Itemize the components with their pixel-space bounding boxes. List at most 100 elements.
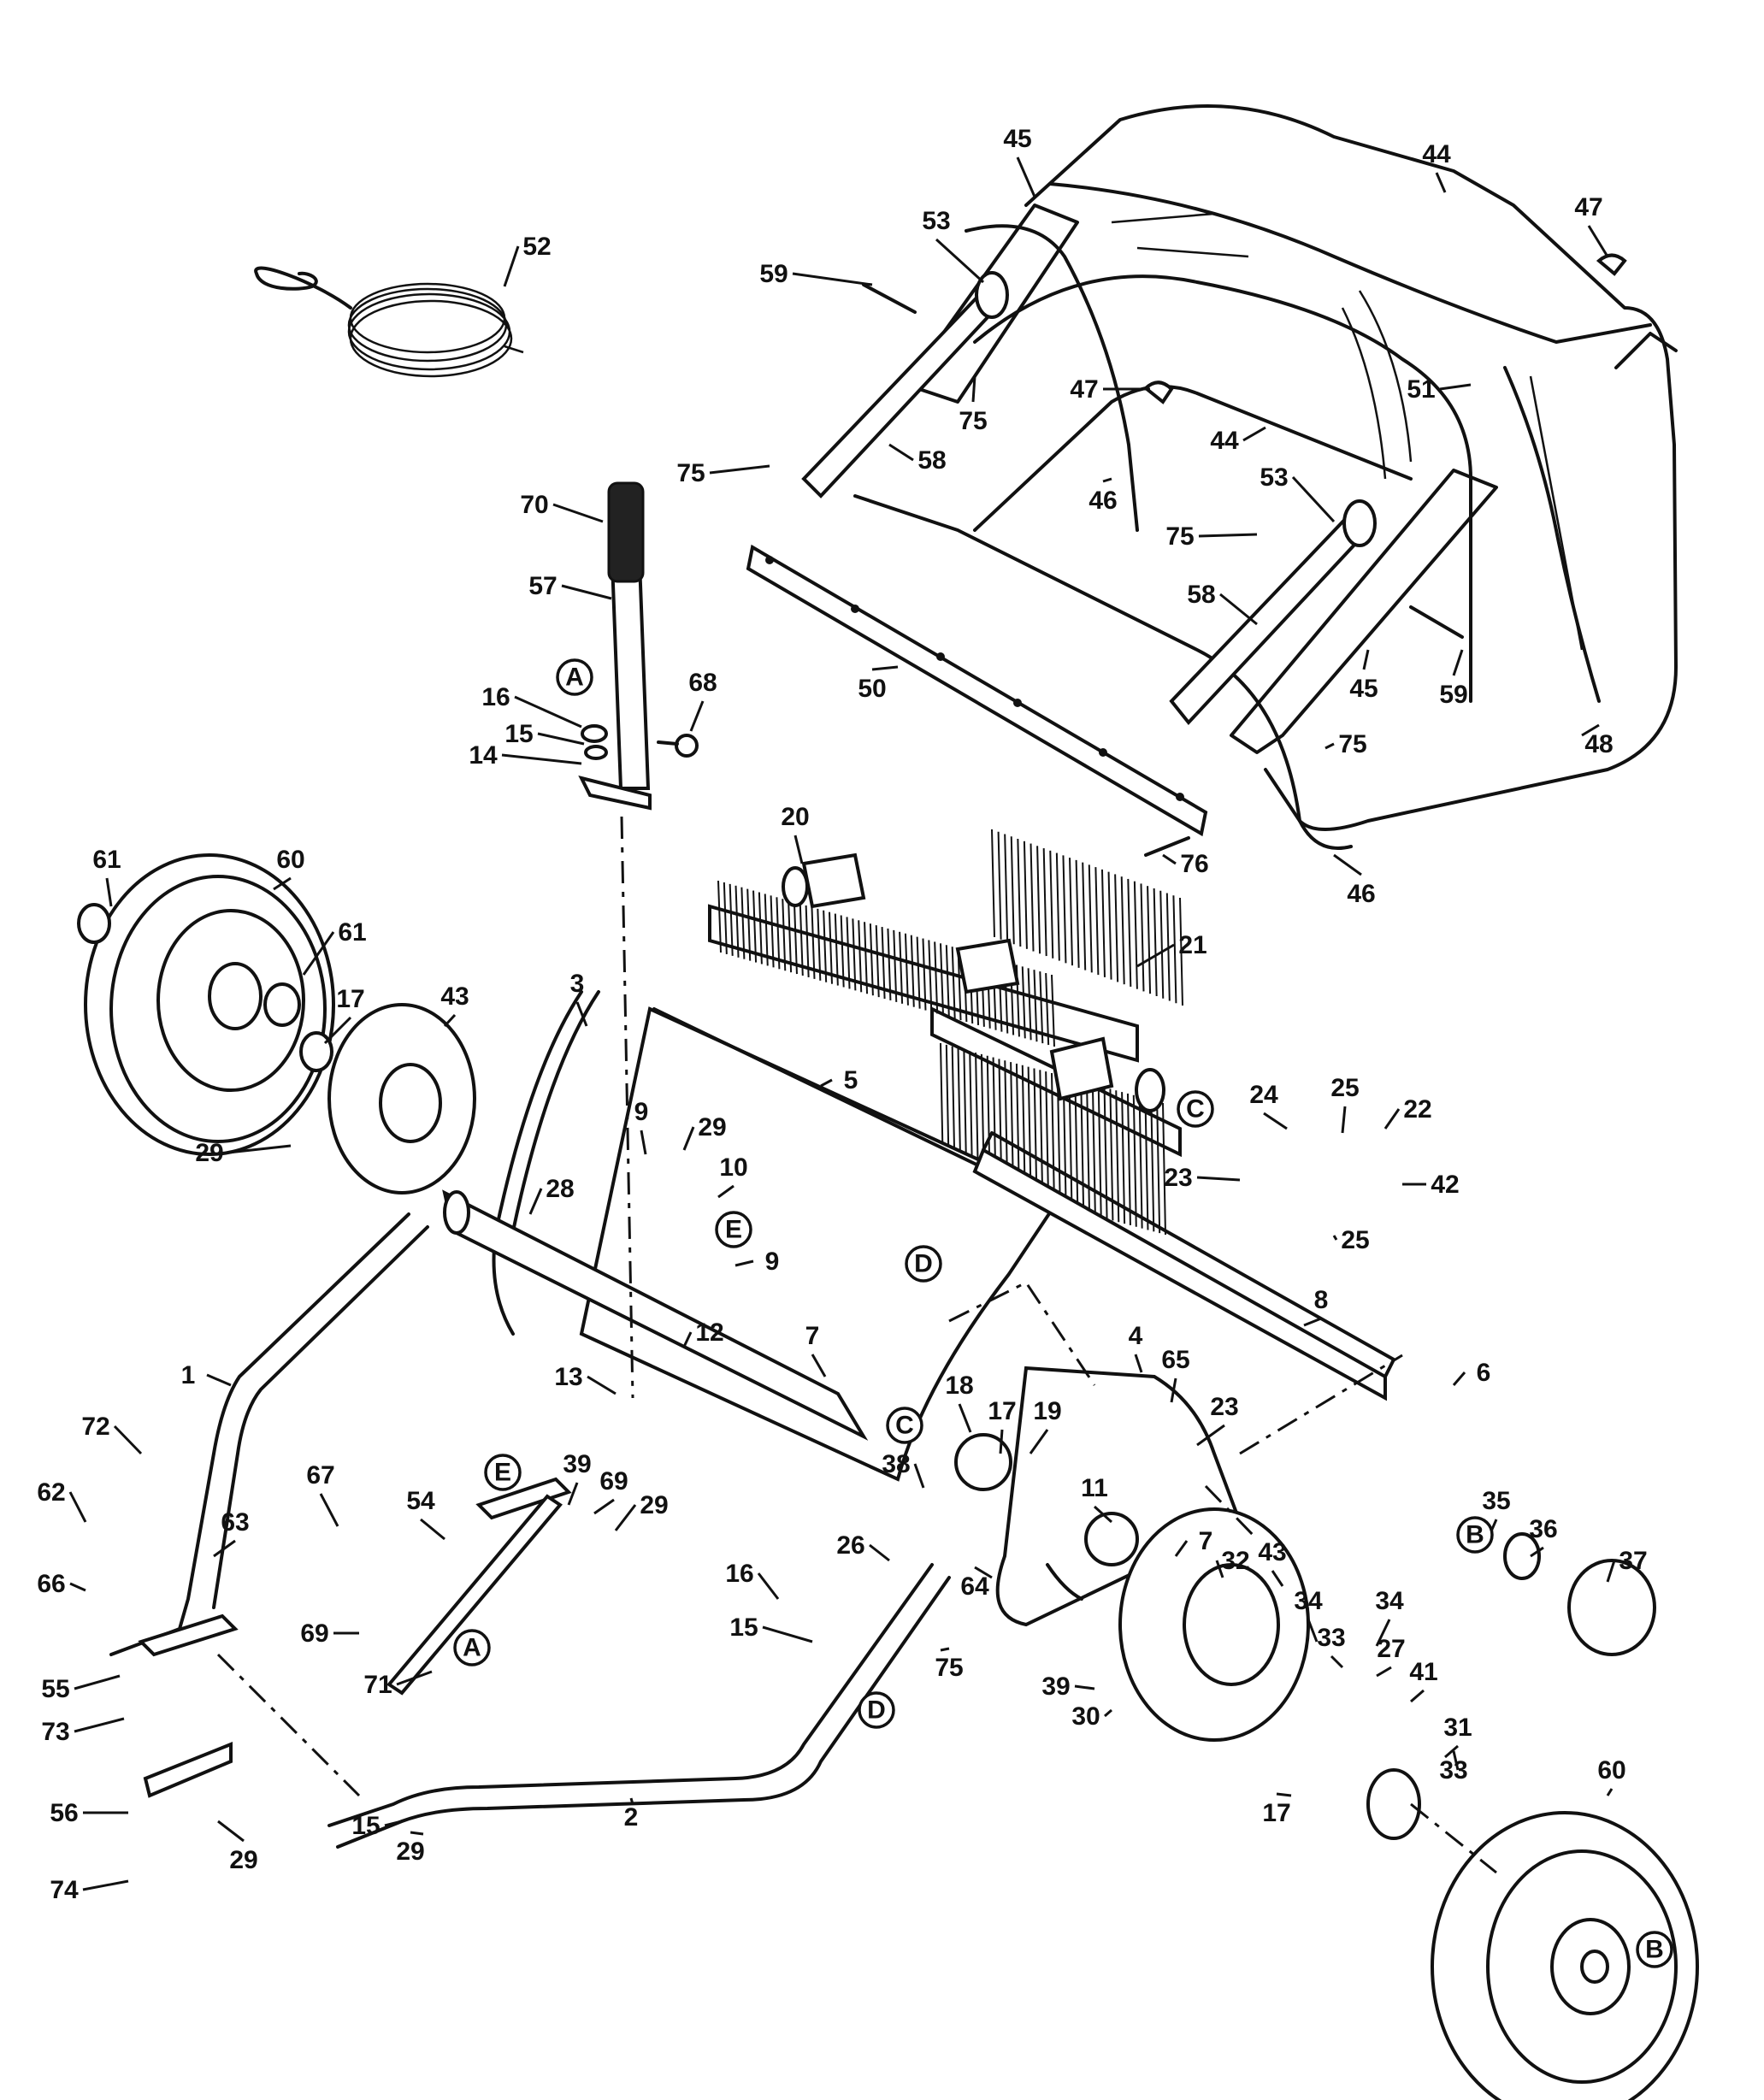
leader-line-c50 [871,665,899,671]
part-callout-15: 15 [729,1613,758,1642]
leader-line-c67 [319,1493,339,1527]
reference-marker-letter: A [565,664,584,692]
part-callout-48: 48 [1584,730,1613,758]
bristle-stroke [928,940,933,1012]
bristle-stroke [1010,836,1015,945]
part-callout-16: 16 [725,1560,753,1588]
bristle-stroke [782,899,787,971]
bristle-stroke [1080,1081,1085,1213]
part-callout-75: 75 [1338,730,1366,758]
leader-line-c59b [1452,649,1464,676]
bristle-stroke [1115,1090,1120,1223]
bristle-stroke [1156,1101,1161,1234]
bristle-stroke [922,938,927,1011]
leader-line-c75c [1198,533,1258,538]
part-callout-13: 13 [554,1363,582,1391]
leader-line-c46b [1333,853,1362,876]
part-callout-59: 59 [759,260,788,288]
leader-line-c4 [1134,1354,1143,1373]
leader-line-c1 [206,1373,232,1387]
part-callout-35: 35 [1482,1487,1510,1515]
part-callout-69: 69 [599,1467,628,1495]
assembly-dash-lines [216,816,1497,1874]
leader-line-c53b [1291,475,1336,523]
bristle-stroke [829,911,833,984]
leader-line-c60b [1606,1788,1614,1796]
leader-line-c26 [869,1543,890,1562]
leader-line-c11 [1093,1505,1113,1524]
bristle-stroke [1045,973,1050,1046]
bristle-stroke [1094,867,1100,976]
bristle-stroke [1027,968,1032,1041]
part-callout-10: 10 [719,1153,747,1182]
part-callout-12: 12 [695,1318,723,1347]
part-callout-74: 74 [50,1876,79,1904]
bristle-stroke [805,905,810,977]
leader-line-c17c [1276,1792,1292,1797]
part-callout-34: 34 [1375,1587,1404,1615]
part-callout-50: 50 [858,675,886,703]
brush-bristles-lower [940,1042,1166,1236]
handle-frame-tubes [109,1212,951,1849]
reference-marker-b: B [1456,1516,1494,1554]
bristle-stroke [817,908,822,981]
leader-line-c3 [575,1001,588,1027]
part-callout-42: 42 [1431,1171,1459,1199]
bristle-stroke [1045,1071,1050,1204]
leader-line-c44a [1435,172,1447,193]
leader-line-c64 [974,1566,993,1579]
bristle-stroke [945,945,950,1018]
leader-line-c14 [501,753,582,765]
bristle-stroke [1049,850,1054,959]
part-callout-46: 46 [1088,487,1117,515]
part-callout-39: 39 [563,1450,591,1478]
part-callout-44: 44 [1422,140,1451,168]
reference-marker-e: E [484,1454,522,1491]
part-callout-68: 68 [688,669,717,697]
bristle-stroke [770,895,775,968]
leader-line-c13 [587,1375,617,1395]
part-callout-75: 75 [935,1654,963,1682]
part-callout-27: 27 [1377,1635,1405,1663]
bristle-stroke [1082,862,1087,970]
part-callout-7: 7 [805,1322,820,1350]
bristle-stroke [788,900,793,973]
bristle-stroke [881,926,886,1000]
bristle-stroke [1120,876,1125,985]
leader-line-c12 [682,1331,693,1348]
part-callout-43: 43 [1258,1538,1286,1566]
leader-line-c10 [717,1184,735,1199]
part-callout-46: 46 [1347,880,1375,908]
leader-line-c72 [113,1425,143,1455]
part-callout-60: 60 [276,846,304,874]
bristle-stroke [729,883,734,956]
leader-line-c5 [820,1078,833,1088]
bristle-stroke [899,931,904,1004]
part-callout-23: 23 [1210,1393,1238,1421]
leader-line-c33b [1452,1750,1460,1771]
reference-marker-circle [1456,1516,1494,1554]
leader-line-c68 [689,700,705,732]
bristle-stroke [1086,1082,1091,1215]
leader-line-c9a [640,1130,647,1155]
bristle-stroke [764,894,769,966]
part-callout-36: 36 [1529,1515,1557,1543]
leader-line-c51 [1439,383,1472,391]
bristle-stroke [1159,890,1165,999]
leader-line-c36 [1530,1546,1544,1558]
leader-line-c7a [811,1354,827,1377]
part-callout-23: 23 [1164,1164,1192,1192]
part-callout-16: 16 [481,683,510,711]
leader-line-c54 [420,1518,445,1541]
leader-line-c41 [1410,1689,1425,1703]
part-callout-41: 41 [1409,1658,1437,1686]
bristle-stroke [1138,1096,1143,1229]
bristle-stroke [1039,1070,1044,1202]
part-callout-71: 71 [363,1671,392,1699]
part-callout-14: 14 [469,741,498,770]
bristle-stroke [1021,966,1026,1039]
leader-line-c69a [593,1498,615,1515]
part-callout-9: 9 [634,1098,649,1126]
part-callout-26: 26 [836,1531,864,1560]
